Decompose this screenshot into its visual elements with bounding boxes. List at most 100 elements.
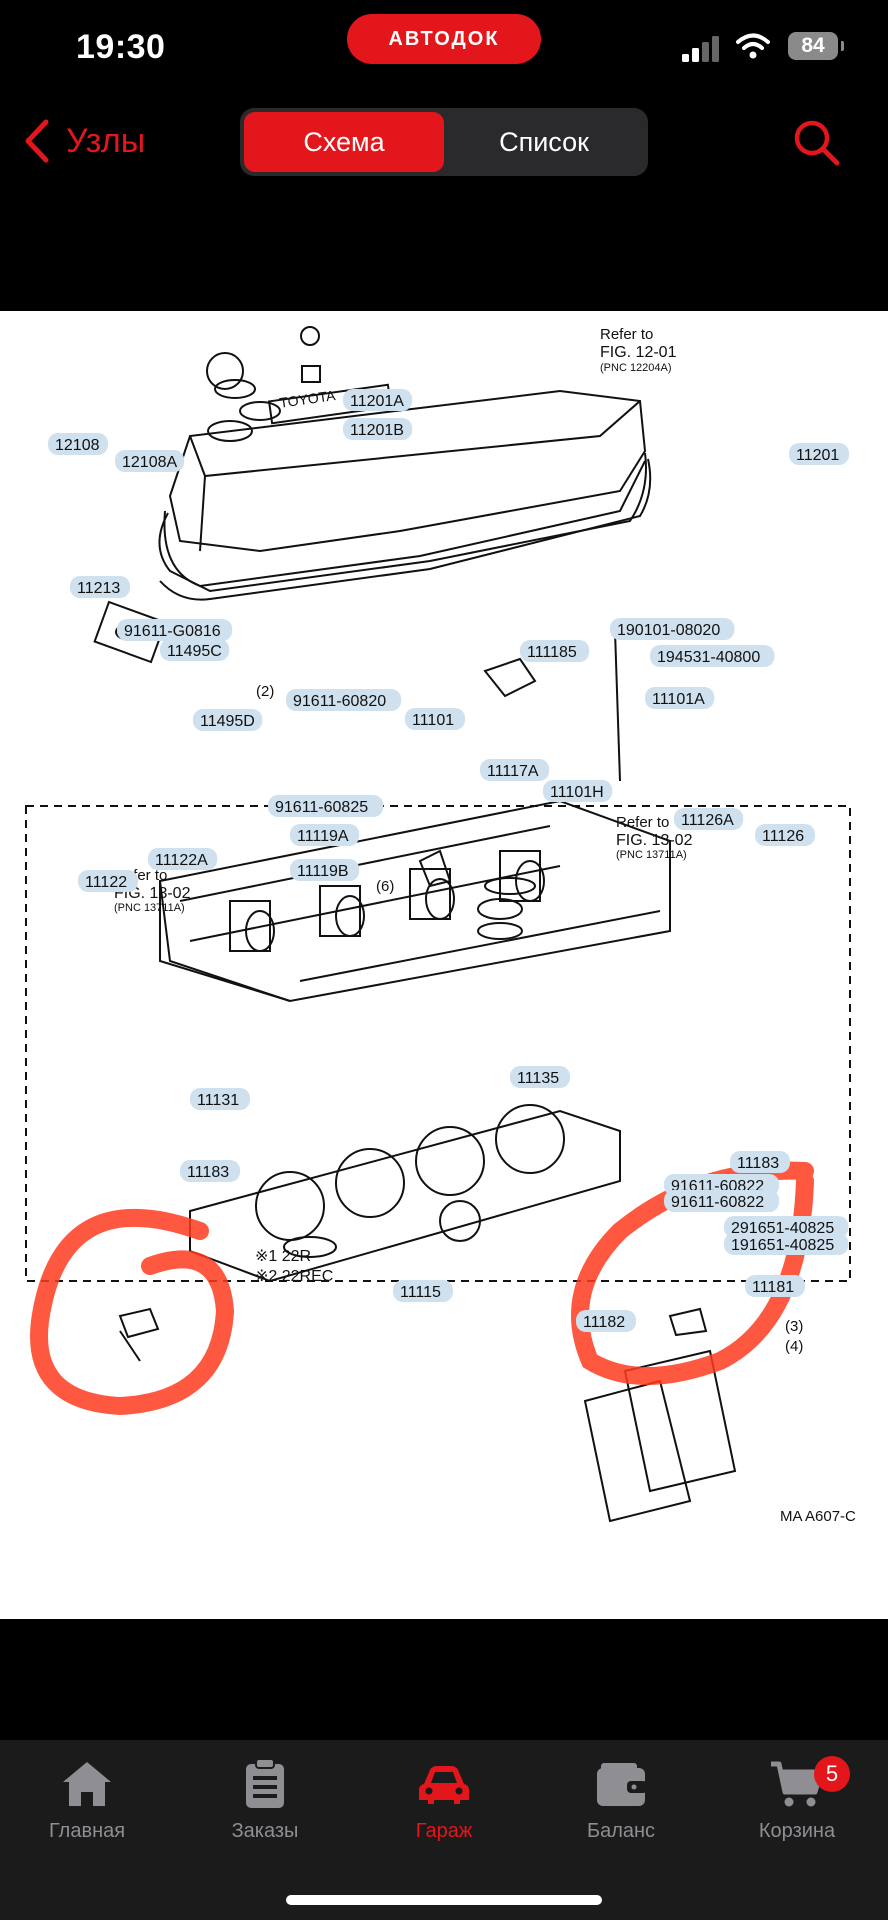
- parts-diagram[interactable]: Refer to FIG. 12-01 (PNC 12204A) Refer t…: [0, 311, 888, 1619]
- status-bar: 19:30 АВТОДОК 84: [0, 0, 888, 100]
- callout-label: 190101-08020: [617, 622, 720, 639]
- tab-balance[interactable]: Баланс: [546, 1758, 696, 1843]
- ref3-line2: FIG. 13-02: [616, 832, 693, 849]
- battery-icon: 84: [788, 32, 844, 60]
- tab-orders-label: Заказы: [231, 1820, 299, 1842]
- cylinder-head-schematic: Refer to FIG. 12-01 (PNC 12204A) Refer t…: [25, 326, 856, 1525]
- callout-91611-60822[interactable]: 91611-60822: [664, 1190, 780, 1212]
- svg-text:※2 22REC: ※2 22REC: [255, 1268, 333, 1285]
- search-icon[interactable]: [790, 116, 842, 168]
- callout-label: 91611-60825: [275, 799, 368, 816]
- callout-11126a[interactable]: 11126A: [674, 808, 744, 830]
- tab-cart[interactable]: Корзина 5: [722, 1756, 872, 1843]
- callout-11117a[interactable]: 11117A: [480, 759, 550, 781]
- callout-194531-40800[interactable]: 194531-40800: [650, 645, 775, 667]
- callout-11119a[interactable]: 11119A: [290, 824, 360, 846]
- callout-190101-08020[interactable]: 190101-08020: [610, 618, 735, 640]
- callout-label: 11201B: [350, 422, 404, 439]
- callout-label: 11117A: [487, 763, 539, 780]
- callout-91611-g0816[interactable]: 91611-G0816: [117, 619, 233, 641]
- callout-11131[interactable]: 11131: [190, 1088, 250, 1110]
- callout-11122[interactable]: 11122: [78, 870, 138, 892]
- app-brand-pill: АВТОДОК: [347, 14, 541, 64]
- cart-count-badge: 5: [814, 1756, 850, 1792]
- home-indicator: [286, 1895, 602, 1905]
- callout-label: 11119A: [297, 828, 349, 845]
- ref1-line3: (PNC 12204A): [600, 362, 672, 374]
- callout-12108[interactable]: 12108: [48, 433, 108, 455]
- ref3-line3: (PNC 13711A): [616, 849, 687, 861]
- callout-11213[interactable]: 11213: [70, 576, 130, 598]
- callout-label: 11201: [796, 447, 839, 464]
- callout-11181[interactable]: 11181: [745, 1275, 805, 1297]
- wifi-icon: [736, 33, 770, 59]
- svg-text:(2): (2): [256, 683, 274, 700]
- callout-11122a[interactable]: 11122A: [148, 848, 218, 870]
- callout-111185[interactable]: 111185: [520, 640, 590, 662]
- ref3-line1: Refer to: [616, 814, 669, 831]
- callout-11201a[interactable]: 11201A: [343, 389, 413, 411]
- callout-11495c[interactable]: 11495C: [160, 639, 230, 661]
- qty-2: (2): [256, 683, 274, 700]
- callout-11495d[interactable]: 11495D: [193, 709, 263, 731]
- svg-text:TOYOTA: TOYOTA: [278, 387, 337, 411]
- callout-label: 91611-60822: [671, 1194, 764, 1211]
- callout-label: 11201A: [350, 393, 404, 410]
- callout-11183[interactable]: 11183: [730, 1151, 790, 1173]
- segment-scheme[interactable]: Схема: [244, 112, 444, 172]
- svg-text:MA A607-C: MA A607-C: [780, 1508, 856, 1525]
- back-label: Узлы: [66, 121, 146, 160]
- svg-text:(PNC 13711A): (PNC 13711A): [616, 849, 687, 861]
- toyota-logo: TOYOTA: [278, 387, 337, 411]
- callout-11135[interactable]: 11135: [510, 1066, 570, 1088]
- engine-legend-2: ※2 22REC: [255, 1268, 333, 1285]
- callout-label: 12108A: [122, 454, 177, 471]
- callout-91611-60820[interactable]: 91611-60820: [286, 689, 402, 711]
- callout-291651-40825[interactable]: 291651-40825: [724, 1216, 849, 1238]
- svg-text:(6): (6): [376, 878, 394, 895]
- callout-91611-60825[interactable]: 91611-60825: [268, 795, 384, 817]
- svg-text:※1 22R: ※1 22R: [255, 1248, 311, 1265]
- battery-level: 84: [801, 34, 825, 57]
- callout-label: 11122: [85, 874, 127, 891]
- orders-icon: [246, 1758, 284, 1808]
- wallet-icon: [597, 1763, 647, 1806]
- qty-6: (6): [376, 878, 394, 895]
- callout-11201[interactable]: 11201: [789, 443, 849, 465]
- callout-11115[interactable]: 11115: [393, 1280, 453, 1302]
- callout-label: 11126: [762, 828, 804, 845]
- callout-label: 11131: [197, 1092, 239, 1109]
- callout-11201b[interactable]: 11201B: [343, 418, 413, 440]
- chevron-left-icon: [25, 119, 49, 163]
- back-button[interactable]: Узлы: [22, 118, 145, 164]
- callout-11182[interactable]: 11182: [576, 1310, 636, 1332]
- callout-label: 11213: [77, 580, 120, 597]
- callout-label: 11126A: [681, 812, 734, 829]
- callout-label: 11101H: [550, 784, 604, 801]
- callout-11183[interactable]: 11183: [180, 1160, 240, 1182]
- callout-11101[interactable]: 11101: [405, 708, 465, 730]
- callout-label: 194531-40800: [657, 649, 760, 666]
- tab-orders[interactable]: Заказы: [190, 1758, 340, 1843]
- callout-191651-40825[interactable]: 191651-40825: [724, 1233, 849, 1255]
- svg-text:(PNC 12204A): (PNC 12204A): [600, 362, 672, 374]
- ref1-line2: FIG. 12-01: [600, 344, 677, 361]
- callout-12108a[interactable]: 12108A: [115, 450, 185, 472]
- callout-11119b[interactable]: 11119B: [290, 859, 360, 881]
- callout-label: 11183: [187, 1164, 229, 1181]
- car-icon: [419, 1766, 469, 1804]
- tab-home-label: Главная: [48, 1820, 126, 1842]
- callout-label: 11101: [412, 712, 454, 729]
- tab-home[interactable]: Главная: [12, 1758, 162, 1843]
- callout-label: 11101A: [652, 691, 705, 708]
- callout-11126[interactable]: 11126: [755, 824, 815, 846]
- home-icon: [63, 1762, 111, 1806]
- callout-layer: 11201A 11201B 12108 12108A 11201 11213 91611-G…: [48, 389, 849, 1332]
- callout-label: 11181: [752, 1279, 794, 1296]
- engine-legend-1: ※1 22R: [255, 1248, 311, 1265]
- callout-label: 11495C: [167, 643, 222, 660]
- tab-garage[interactable]: Гараж: [369, 1758, 519, 1843]
- segment-list[interactable]: Список: [499, 126, 589, 157]
- callout-11101a[interactable]: 11101A: [645, 687, 715, 709]
- callout-11101h[interactable]: 11101H: [543, 780, 613, 802]
